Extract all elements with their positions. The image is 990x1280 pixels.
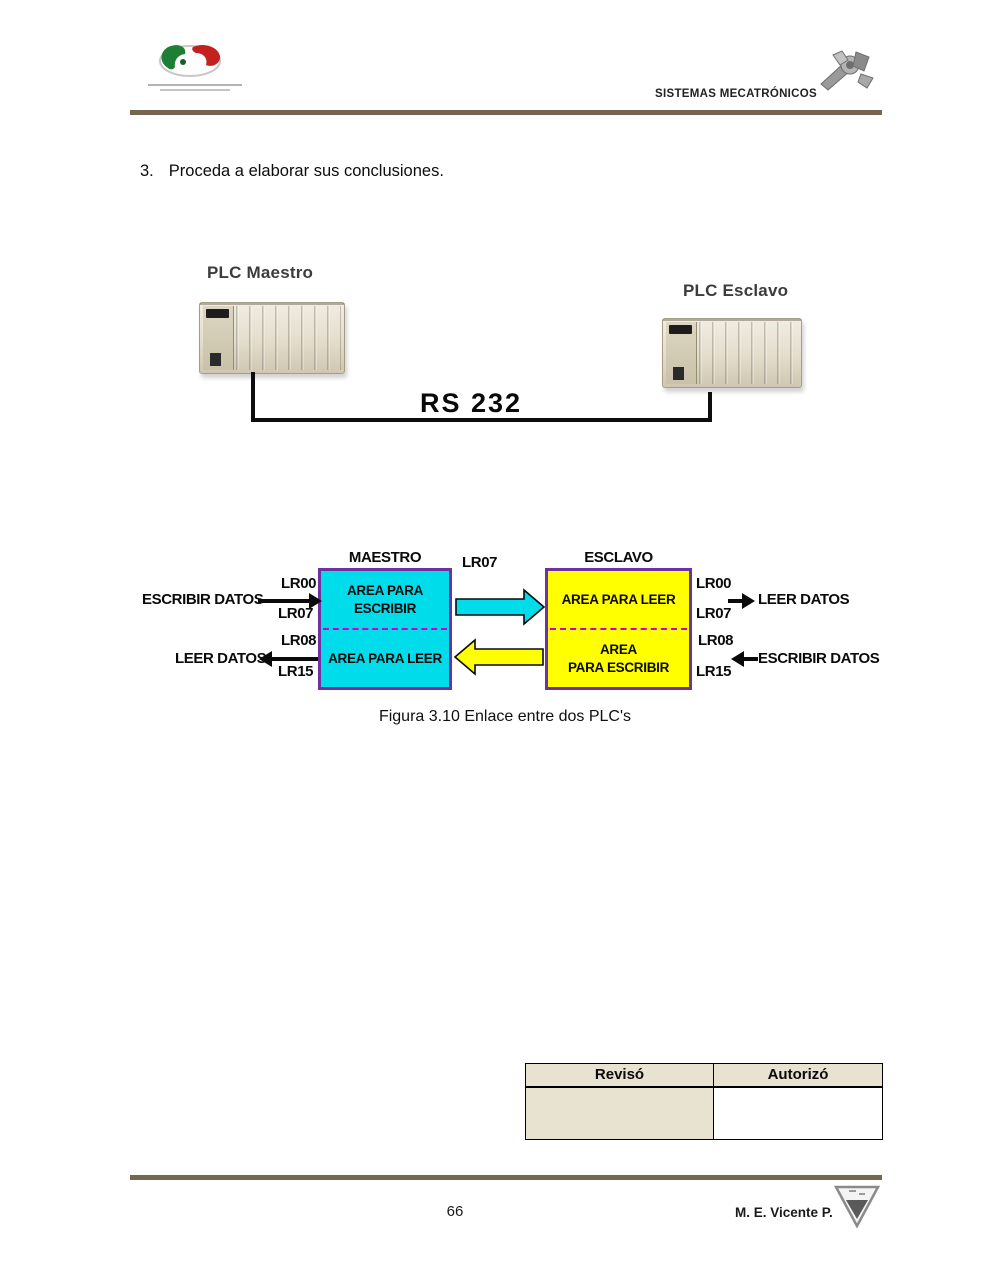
arrow-into-slave-icon xyxy=(731,651,758,667)
rs232-link-label: RS 232 xyxy=(420,388,523,418)
slave-memory-box: AREA PARA LEER AREA PARA ESCRIBIR xyxy=(545,568,692,690)
memory-master-title: MAESTRO xyxy=(348,549,422,566)
footer-emblem-icon xyxy=(833,1180,881,1235)
slave-write-area: AREA PARA ESCRIBIR xyxy=(567,641,670,675)
instruction-text: Proceda a elaborar sus conclusiones. xyxy=(168,162,444,180)
master-read-area: AREA PARA LEER xyxy=(328,650,442,666)
footer-divider-rule xyxy=(130,1175,882,1180)
left-lr15-label: LR15 xyxy=(278,663,314,680)
right-lr15-label: LR15 xyxy=(696,663,732,680)
footer-author: M. E. Vicente P. xyxy=(735,1205,833,1220)
memory-bridge-lr07-label: LR07 xyxy=(462,554,498,571)
plc-cpu-module xyxy=(203,306,234,370)
right-lr08-label: LR08 xyxy=(698,632,734,649)
plc-port xyxy=(673,367,684,380)
slave-read-area: AREA PARA LEER xyxy=(561,591,676,607)
cyan-transfer-arrow-icon xyxy=(455,588,546,626)
plc-slave-label: PLC Esclavo xyxy=(683,281,789,300)
approval-table: Revisó Autorizó xyxy=(525,1063,883,1140)
left-escribir-datos-label: ESCRIBIR DATOS xyxy=(142,591,264,608)
left-lr08-label: LR08 xyxy=(281,632,317,649)
table-cell-reviso-empty xyxy=(525,1086,714,1140)
plc-slave-image xyxy=(662,318,802,388)
figure-caption: Figura 3.10 Enlace entre dos PLC's xyxy=(378,708,632,725)
yellow-transfer-arrow-icon xyxy=(453,638,544,676)
right-leer-datos-label: LEER DATOS xyxy=(758,591,850,608)
slave-memory-divider xyxy=(550,628,687,630)
plc-cpu-module xyxy=(666,322,697,384)
plc-display xyxy=(206,309,229,318)
institution-logo xyxy=(138,40,253,103)
master-memory-box: AREA PARA ESCRIBIR AREA PARA LEER xyxy=(318,568,452,690)
mechatronics-tools-icon xyxy=(815,48,877,105)
page-number: 66 xyxy=(446,1203,464,1220)
document-title: SISTEMAS MECATRÓNICOS xyxy=(655,88,817,100)
master-write-area: AREA PARA ESCRIBIR xyxy=(346,582,424,616)
rs232-cable-segment-right xyxy=(708,392,712,422)
header-divider-rule xyxy=(130,110,882,115)
right-escribir-datos-label: ESCRIBIR DATOS xyxy=(758,650,880,667)
plc-master-image xyxy=(199,302,345,374)
memory-slave-title: ESCLAVO xyxy=(584,549,653,566)
table-header-autorizo: Autorizó xyxy=(713,1063,883,1088)
plc-port xyxy=(210,353,221,366)
plc-io-modules xyxy=(236,306,341,370)
left-lr00-label: LR00 xyxy=(281,575,317,592)
left-lr07-label: LR07 xyxy=(278,605,314,622)
left-leer-datos-label: LEER DATOS xyxy=(175,650,267,667)
instruction-number: 3. xyxy=(140,162,154,180)
master-memory-divider xyxy=(323,628,447,630)
arrow-out-of-slave-icon xyxy=(728,593,755,609)
table-header-reviso: Revisó xyxy=(525,1063,714,1088)
rs232-cable-segment-horizontal xyxy=(251,418,712,422)
plc-master-label: PLC Maestro xyxy=(207,263,314,282)
plc-display xyxy=(669,325,692,334)
right-lr07-label: LR07 xyxy=(696,605,732,622)
right-lr00-label: LR00 xyxy=(696,575,732,592)
memory-arrows-layer xyxy=(258,588,758,676)
table-cell-autorizo-empty xyxy=(713,1086,883,1140)
rs232-cable-segment-left xyxy=(251,372,255,422)
plc-io-modules xyxy=(699,322,798,384)
instruction-line: 3. Proceda a elaborar sus conclusiones. xyxy=(140,162,444,181)
